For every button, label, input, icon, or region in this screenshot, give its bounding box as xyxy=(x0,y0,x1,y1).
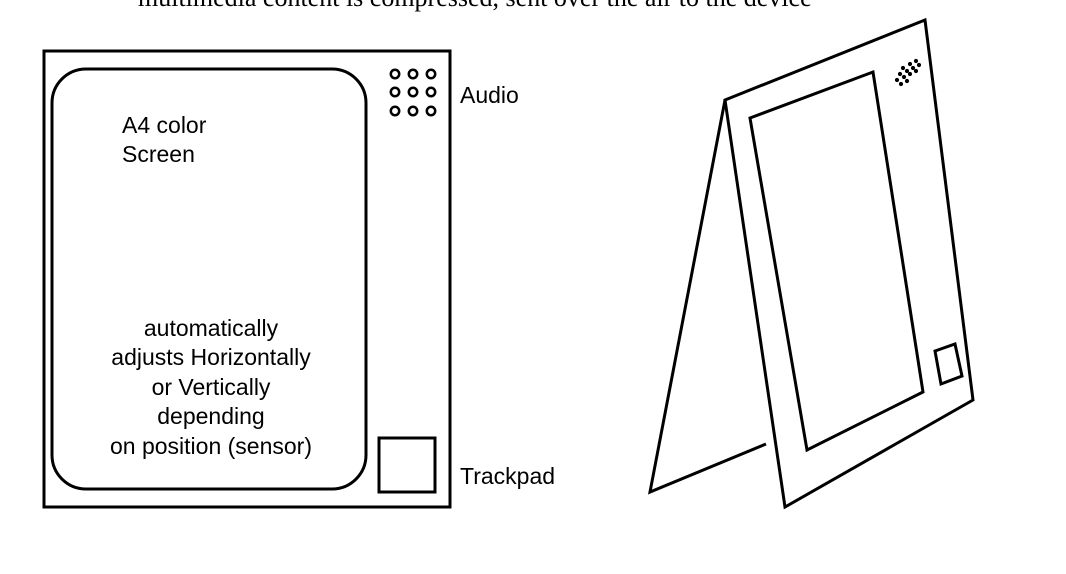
stand-speaker-dot-3 xyxy=(897,71,903,77)
device-outer-frame xyxy=(42,49,452,509)
stand-screen-area xyxy=(748,69,925,453)
stand-speaker-dot-4 xyxy=(904,68,910,74)
speaker-grille-icon xyxy=(389,68,437,117)
stand-speaker-dot-8 xyxy=(901,74,907,80)
screen-note-line-4: depending xyxy=(157,403,264,429)
stand-speaker-dot-0 xyxy=(900,65,906,71)
perspective-view xyxy=(648,17,975,510)
speaker-hole-1-0 xyxy=(389,86,401,98)
audio-label: Audio xyxy=(460,82,519,108)
stand-speaker-dot-2 xyxy=(913,58,919,64)
screen-label-line-2: Screen xyxy=(122,141,195,167)
stand-speaker-dot-12 xyxy=(904,78,910,84)
screen-label-line-1: A4 color xyxy=(122,112,207,138)
speaker-hole-0-0 xyxy=(389,68,401,80)
stand-trackpad-square xyxy=(933,342,964,387)
stand-speaker-dot-11 xyxy=(898,81,904,87)
stand-speaker-dot-1 xyxy=(907,61,913,67)
stand-back-leg xyxy=(648,99,767,495)
speaker-hole-0-1 xyxy=(407,68,419,80)
screen-note-line-2: adjusts Horizontally xyxy=(111,344,311,370)
speaker-hole-2-0 xyxy=(389,105,401,117)
stand-speaker-grille-icon xyxy=(894,58,922,87)
stand-speaker-dot-10 xyxy=(913,68,919,74)
stand-front-panel xyxy=(723,17,975,510)
speaker-hole-1-1 xyxy=(407,86,419,98)
trackpad-square xyxy=(377,436,437,494)
stand-speaker-dot-6 xyxy=(916,62,922,68)
stand-speaker-dot-7 xyxy=(894,77,900,83)
screen-note-line-1: automatically xyxy=(144,315,279,341)
speaker-hole-2-2 xyxy=(425,105,437,117)
screen-area xyxy=(50,67,368,491)
stand-speaker-dot-5 xyxy=(910,65,916,71)
speaker-hole-2-1 xyxy=(407,105,419,117)
speaker-hole-1-2 xyxy=(425,86,437,98)
top-caption-text: multimedia content is compressed, sent o… xyxy=(138,0,812,12)
stand-speaker-dot-9 xyxy=(907,71,913,77)
front-view: A4 color Screen automatically adjusts Ho… xyxy=(42,49,555,509)
screen-note-line-3: or Vertically xyxy=(152,374,271,400)
trackpad-label: Trackpad xyxy=(460,463,555,489)
speaker-hole-0-2 xyxy=(425,68,437,80)
screen-note-line-5: on position (sensor) xyxy=(110,433,312,459)
